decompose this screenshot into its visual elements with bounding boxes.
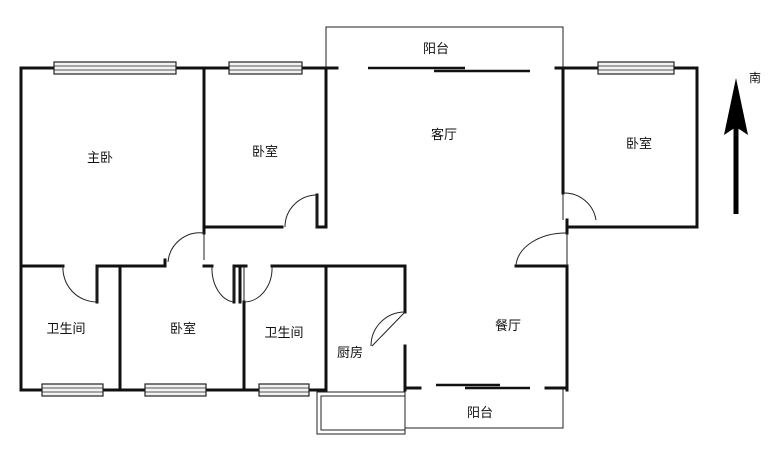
- door-east-bedroom: [562, 192, 597, 221]
- door-west-bathroom: [62, 265, 98, 303]
- compass-label: 南: [749, 70, 761, 85]
- compass: 南: [724, 70, 761, 214]
- label-kitchen: 厨房: [337, 345, 363, 361]
- balcony-south-outline: [316, 388, 564, 435]
- label-bedroom-north: 卧室: [252, 144, 278, 160]
- door-north-bedroom: [284, 194, 318, 228]
- sliding-door-south-balcony: [436, 383, 530, 390]
- door-dining: [515, 232, 568, 267]
- label-dining-room: 餐厅: [495, 318, 521, 334]
- label-bedroom-east: 卧室: [626, 136, 652, 152]
- label-balcony-south: 阳台: [467, 406, 493, 421]
- walls: [19, 66, 699, 392]
- door-south-bedroom: [211, 265, 235, 303]
- north-arrow-icon: [724, 78, 748, 214]
- label-bathroom-west: 卫生间: [46, 322, 85, 337]
- sliding-door-north-balcony: [368, 66, 530, 73]
- label-bathroom-middle: 卫生间: [264, 326, 303, 341]
- label-living-room: 客厅: [431, 127, 457, 143]
- window-east-bedroom: [597, 61, 675, 75]
- balcony-north-outline: [325, 26, 564, 68]
- label-balcony-north: 阳台: [423, 42, 449, 57]
- window-north-bedroom: [228, 61, 303, 75]
- door-kitchen: [370, 311, 406, 347]
- window-west-bathroom: [41, 383, 104, 397]
- window-middle-bathroom: [258, 383, 310, 397]
- door-middle-bathroom: [243, 265, 273, 303]
- window-master-bedroom: [53, 61, 177, 75]
- label-bedroom-south: 卧室: [170, 321, 196, 337]
- label-master-bedroom: 主卧: [87, 151, 113, 166]
- window-south-bedroom: [144, 383, 207, 397]
- door-master-bedroom: [167, 232, 205, 263]
